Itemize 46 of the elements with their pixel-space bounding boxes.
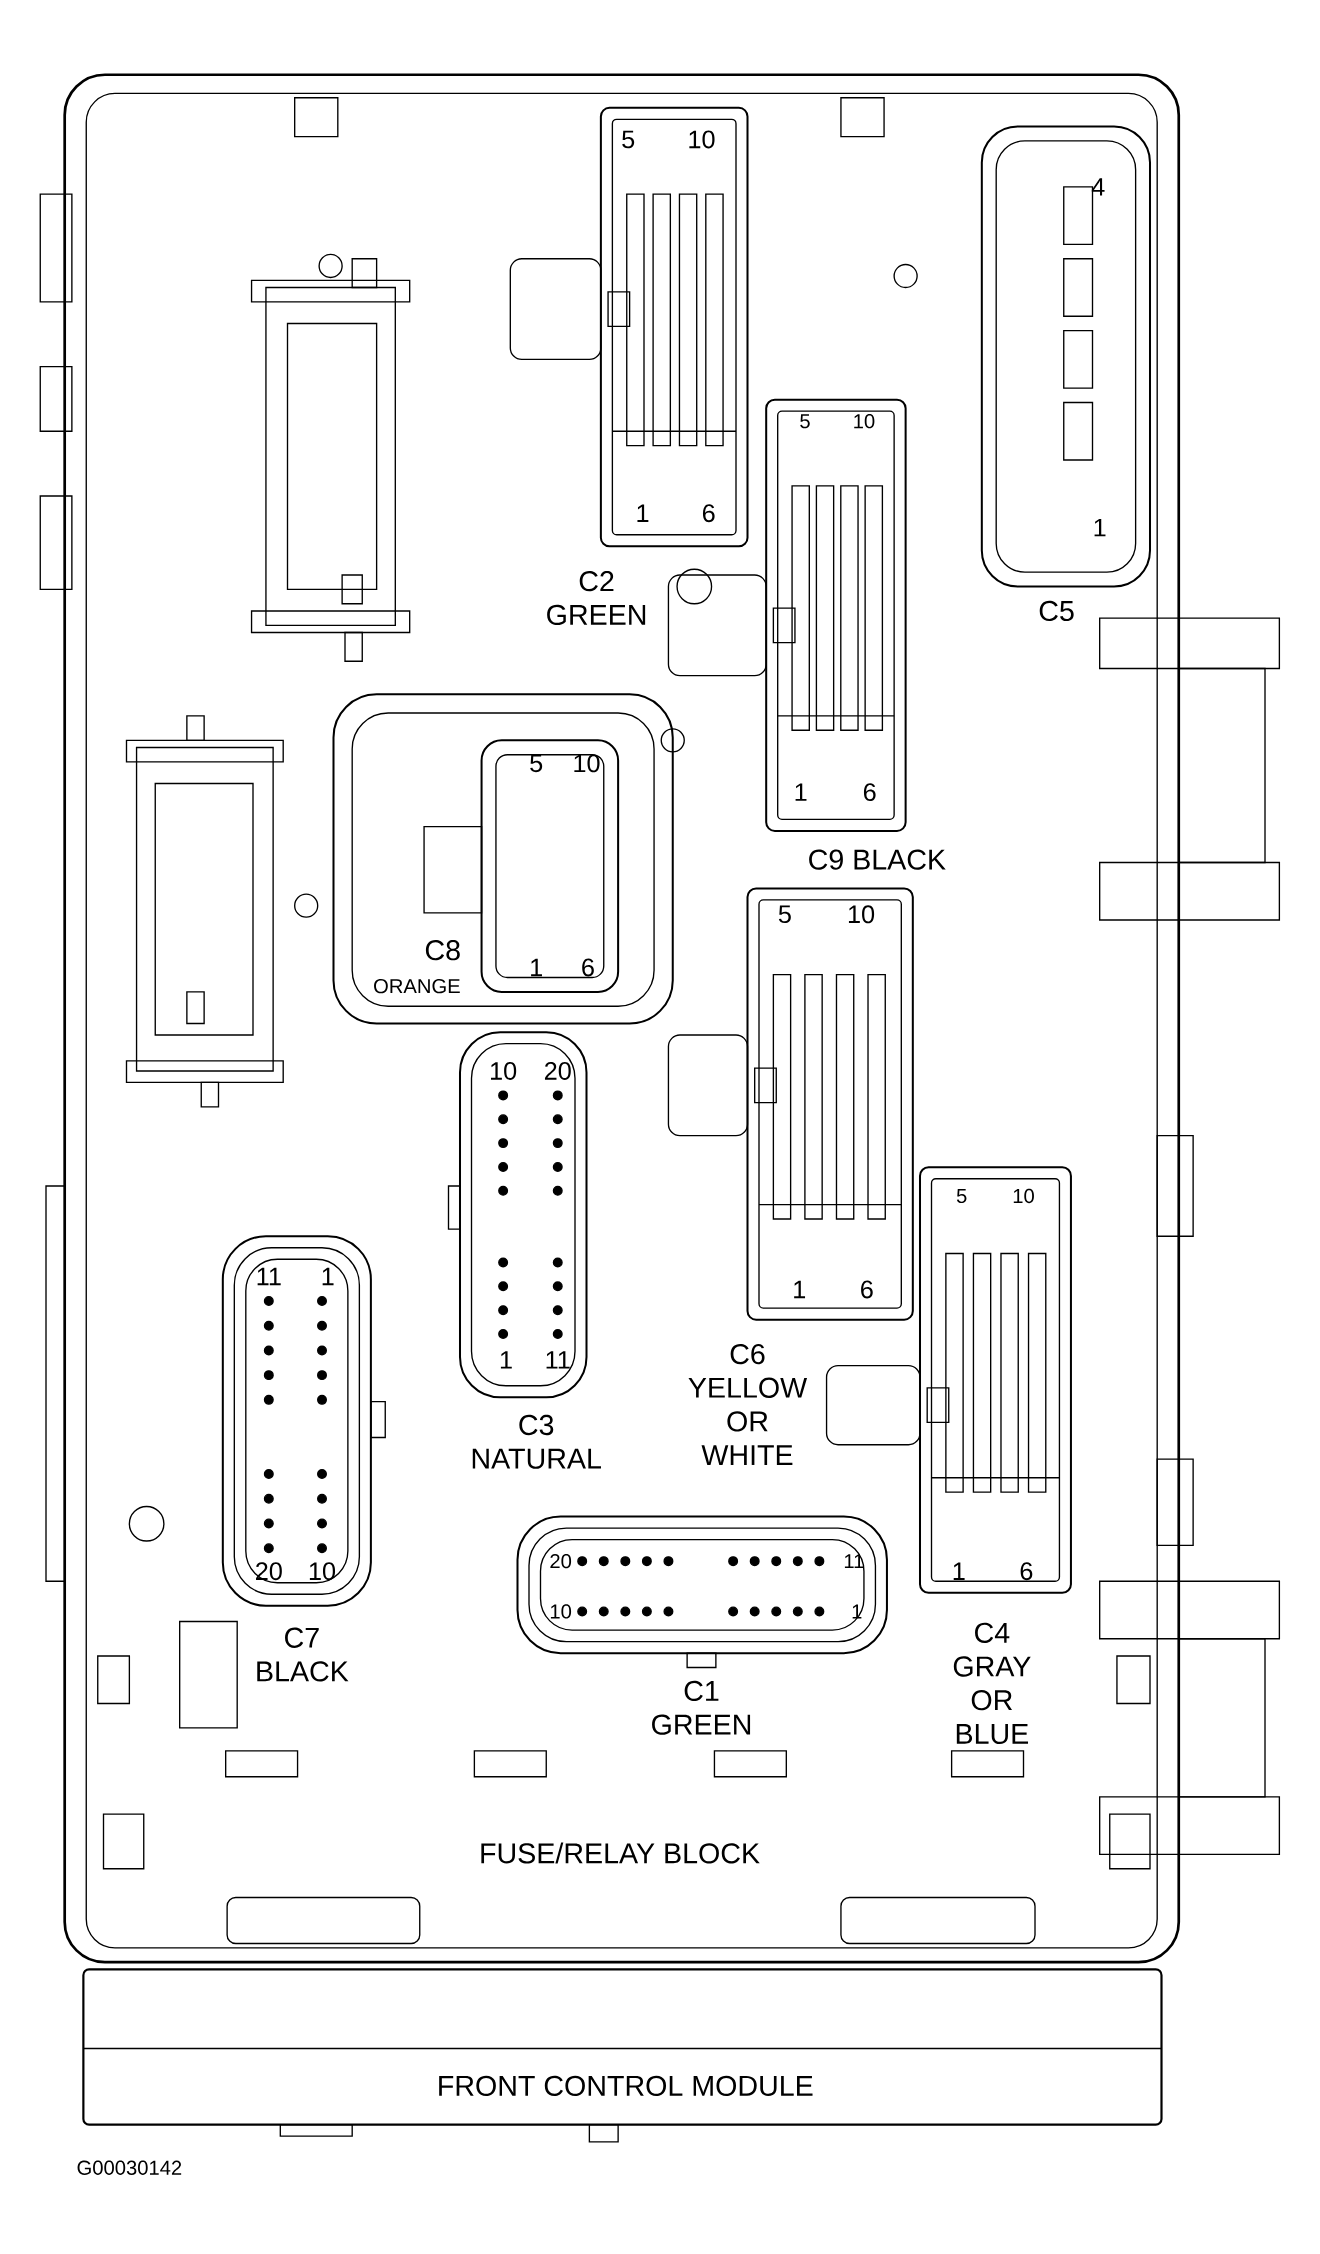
pin-number: 20 — [550, 1554, 572, 1569]
pin-number: 6 — [582, 958, 595, 977]
pin-number: 1 — [322, 1267, 334, 1286]
figure-id: G00030142 — [77, 2160, 182, 2175]
pin-number: 1 — [794, 1280, 806, 1299]
pin-number: 10 — [574, 754, 600, 773]
connector-label: C2 GREEN — [547, 571, 646, 625]
connector-label: C3 NATURAL — [473, 1414, 602, 1469]
pin-number: 6 — [1020, 1562, 1033, 1581]
pin-number: 1 — [501, 1351, 512, 1369]
pin-number: 10 — [854, 414, 875, 429]
pin-number: 6 — [864, 783, 876, 801]
pin-number: 4 — [1092, 178, 1105, 196]
pin-number: 5 — [622, 130, 635, 149]
connector-label: C5 — [1039, 600, 1074, 622]
pin-number: 10 — [689, 130, 715, 149]
pin-number: 10 — [849, 905, 875, 924]
pin-number: 5 — [779, 905, 792, 924]
pin-number: 11 — [845, 1554, 864, 1569]
pin-number: 1 — [637, 504, 649, 522]
connector-label: C7 BLACK — [257, 1627, 349, 1682]
pin-number: 1 — [953, 1562, 965, 1580]
pin-number: 11 — [257, 1267, 281, 1286]
pin-number: 6 — [703, 504, 715, 523]
pin-number: 20 — [545, 1062, 571, 1080]
pin-number: 1 — [852, 1604, 862, 1619]
pin-number: 11 — [546, 1351, 570, 1369]
connector-label: C8 — [426, 940, 460, 961]
pin-number: 1 — [531, 958, 543, 977]
connector-label: C6 YELLOW OR WHITE — [688, 1343, 808, 1465]
pin-number: 20 — [256, 1562, 283, 1581]
pin-number: 1 — [795, 783, 807, 801]
connector-label: FRONT CONTROL MODULE — [439, 2075, 813, 2096]
connector-label: C1 GREEN — [652, 1680, 751, 1735]
pin-number: 10 — [1014, 1188, 1035, 1204]
connector-label: ORANGE — [374, 979, 460, 994]
connector-label: FUSE/RELAY BLOCK — [481, 1842, 760, 1864]
pin-number: 5 — [800, 414, 810, 429]
pin-number: 1 — [1094, 518, 1106, 537]
pin-number: 5 — [957, 1189, 967, 1204]
connector-label: C9 BLACK — [809, 849, 946, 870]
pin-number: 10 — [491, 1062, 517, 1080]
pin-number: 10 — [310, 1562, 336, 1581]
connector-label: C4 GRAY OR BLUE — [954, 1622, 1031, 1744]
pin-number: 6 — [861, 1280, 873, 1299]
pin-number: 10 — [551, 1604, 572, 1619]
